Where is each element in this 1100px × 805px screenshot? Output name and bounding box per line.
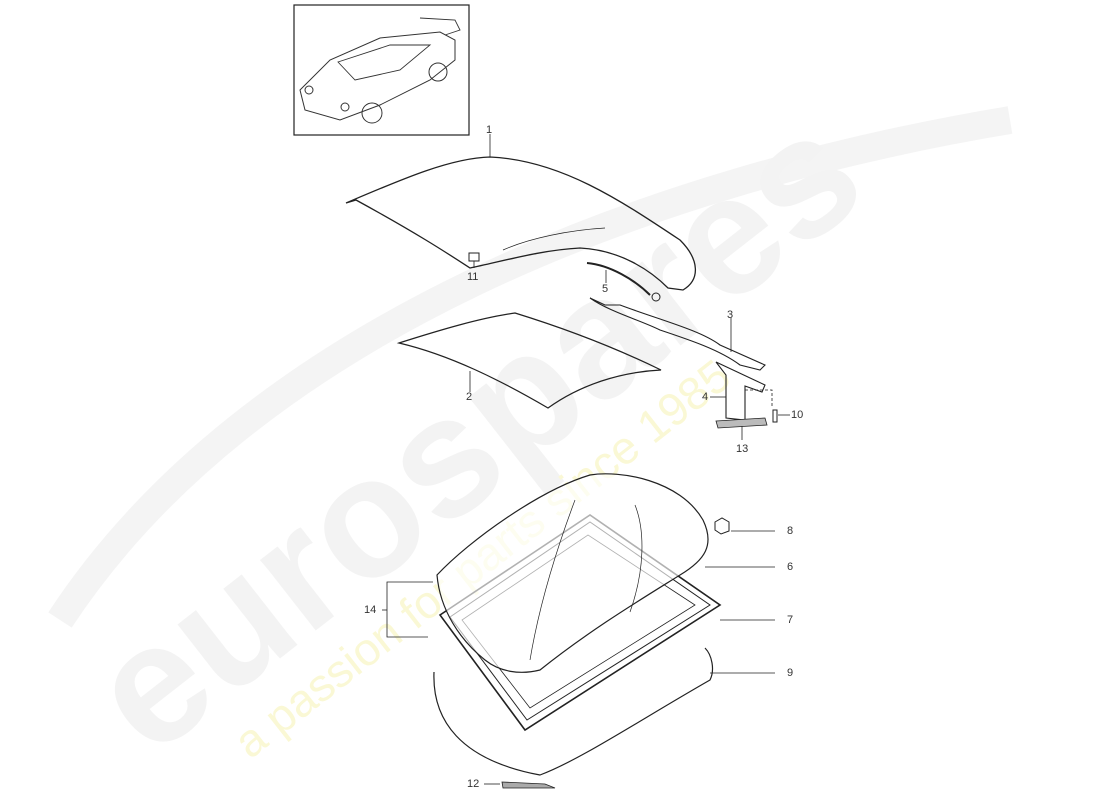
part-10-bolt <box>772 409 790 423</box>
callout-3: 3 <box>727 309 734 321</box>
callout-7: 7 <box>787 614 794 626</box>
watermark-brand: eurospares <box>56 75 895 789</box>
callout-14: 14 <box>364 604 377 616</box>
callout-2: 2 <box>466 391 473 403</box>
callout-1: 1 <box>486 124 493 136</box>
watermark: eurospares a passion for parts since 198… <box>48 75 1013 789</box>
part-1-roof <box>345 134 696 291</box>
callout-8: 8 <box>787 525 794 537</box>
part-3-trim <box>589 297 766 371</box>
part-2-liner <box>396 312 662 409</box>
callout-13: 13 <box>736 443 749 455</box>
part-5-guide-rail <box>586 262 661 302</box>
part-12-strip <box>484 781 556 789</box>
part-4-bracket <box>710 361 773 421</box>
callout-12: 12 <box>467 778 480 790</box>
part-13-seal-strip <box>715 417 768 440</box>
callout-9: 9 <box>787 667 794 679</box>
part-11-clip <box>468 252 480 268</box>
callout-10: 10 <box>791 409 804 421</box>
callout-6: 6 <box>787 561 794 573</box>
callout-11: 11 <box>467 271 479 283</box>
bracket-14 <box>382 581 433 638</box>
car-thumbnail <box>293 4 470 136</box>
part-8-clip <box>714 517 775 535</box>
part-9-seal <box>433 647 775 776</box>
callout-5: 5 <box>602 283 609 295</box>
callout-4: 4 <box>702 391 709 403</box>
part-6-glass <box>436 473 775 673</box>
